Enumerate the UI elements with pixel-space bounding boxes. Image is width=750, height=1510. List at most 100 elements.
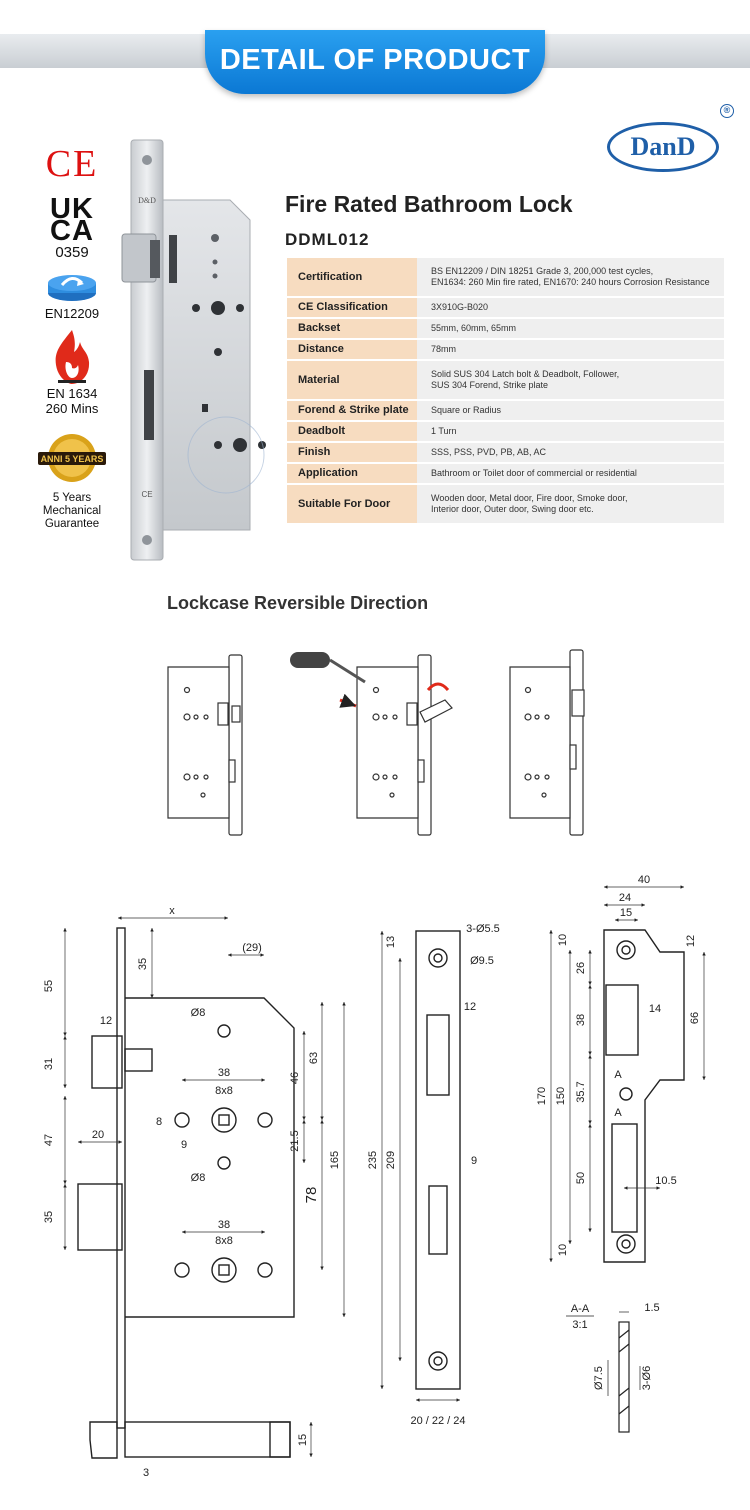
dim-bolt-projection: 20 <box>92 1129 104 1141</box>
dim-strike-38: 38 <box>575 1014 587 1026</box>
dim-latch-projection: 12 <box>100 1015 112 1027</box>
spec-value: Solid SUS 304 Latch bolt & Deadbolt, Fol… <box>417 361 724 399</box>
dim-209: 209 <box>385 1151 397 1169</box>
spec-value-line: EN1634: 260 Min fire rated, EN1670: 240 … <box>431 277 710 287</box>
dim-21-5: 21.5 <box>289 1130 301 1151</box>
spec-label: CE Classification <box>287 298 417 317</box>
strike-dimensions: 40 24 15 10 12 26 38 14 66 A 35.7 A 170 … <box>536 874 701 1256</box>
dim-bolt-thickness: 15 <box>297 1434 309 1446</box>
dim-spindle-hole: Ø8 <box>191 1007 206 1019</box>
dim-strike-50: 50 <box>575 1172 587 1184</box>
en1634-minutes: 260 Mins <box>45 401 99 416</box>
strike-plate-drawing <box>603 929 685 1263</box>
reversible-sketch-2 <box>356 654 453 836</box>
ukca-number: 0359 <box>55 244 89 261</box>
spec-label: Distance <box>287 340 417 359</box>
dim-section-1-5: 1.5 <box>644 1302 659 1314</box>
reversible-section-title: Lockcase Reversible Direction <box>167 593 429 613</box>
product-title: Fire Rated Bathroom Lock <box>285 191 573 217</box>
dim-section-a: A <box>614 1069 622 1081</box>
en1634-standard: EN 1634 <box>46 386 98 401</box>
dim-bolt-height: 35 <box>43 1211 55 1223</box>
forend-dimension-lines <box>380 931 460 1402</box>
section-scale: 3:1 <box>572 1319 587 1331</box>
spec-row: Deadbolt 1 Turn <box>287 422 724 441</box>
spec-label: Backset <box>287 319 417 338</box>
spec-label: Finish <box>287 443 417 462</box>
en1634-label: EN 1634 260 Mins <box>28 386 116 416</box>
brand-logo: DanD <box>607 122 719 172</box>
spec-label: Certification <box>287 258 417 296</box>
dim-strike-170: 170 <box>536 1087 548 1105</box>
spec-row: Certification BS EN12209 / DIN 18251 Gra… <box>287 258 724 296</box>
guarantee-label: 5 Years Mechanical Guarantee <box>28 492 116 531</box>
dim-strike-150: 150 <box>555 1087 567 1105</box>
section-aa-dimensions: A-A 3:1 1.5 Ø7.5 3-Ø6 <box>566 1302 660 1390</box>
spec-value-line: Solid SUS 304 Latch bolt & Deadbolt, Fol… <box>431 369 620 379</box>
dim-section-7-5: Ø7.5 <box>593 1366 605 1390</box>
dim-bolt-width: 9 <box>471 1155 477 1167</box>
ce-mark-icon: CE <box>45 143 99 185</box>
dim-section-3-6: 3-Ø6 <box>641 1366 653 1390</box>
lock-body-drawing <box>77 927 295 1459</box>
en12209-cycle-icon <box>48 275 96 301</box>
watermark-seal <box>187 416 265 494</box>
dim-handle-offset: (29) <box>242 942 262 954</box>
dim-strike-10-5: 10.5 <box>655 1175 676 1187</box>
spec-row: Material Solid SUS 304 Latch bolt & Dead… <box>287 361 724 399</box>
dim-distance: 78 <box>303 1187 320 1204</box>
spec-value-line: Wooden door, Metal door, Fire door, Smok… <box>431 493 628 503</box>
dim-bolt-3: 3 <box>143 1467 149 1479</box>
spec-value: SSS, PSS, PVD, PB, AB, AC <box>417 443 724 462</box>
dim-section-a-2: A <box>614 1107 622 1119</box>
guarantee-badge-icon: ANNI 5 YEARS <box>38 434 106 482</box>
dim-latch-height: 31 <box>43 1058 55 1070</box>
dim-hole-span: 38 <box>218 1067 230 1079</box>
spec-value: Wooden door, Metal door, Fire door, Smok… <box>417 485 724 523</box>
spec-value: 78mm <box>417 340 724 359</box>
reversible-sketch-1 <box>167 654 243 836</box>
guarantee-line-3: Guarantee <box>44 518 100 530</box>
spec-row: CE Classification 3X910G-B020 <box>287 298 724 317</box>
spec-value-line: Interior door, Outer door, Swing door et… <box>431 504 594 514</box>
spec-row: Forend & Strike plate Square or Radius <box>287 401 724 420</box>
spec-value: 3X910G-B020 <box>417 298 724 317</box>
dim-screw-head: Ø9.5 <box>470 955 494 967</box>
ukca-mark-icon: UK CA <box>50 193 94 247</box>
spec-row: Finish SSS, PSS, PVD, PB, AB, AC <box>287 443 724 462</box>
forend-drawing <box>415 930 461 1390</box>
dim-square: 8x8 <box>215 1085 233 1097</box>
dim-follower-hole: Ø8 <box>191 1172 206 1184</box>
dim-slot-width: 12 <box>464 1001 476 1013</box>
spec-label: Deadbolt <box>287 422 417 441</box>
forend-mark: D&D <box>138 196 156 205</box>
section-aa-drawing <box>607 1311 641 1433</box>
dim-strike-12: 12 <box>685 935 697 947</box>
banner-ribbon <box>205 30 545 94</box>
dim-lower-span: 38 <box>218 1219 230 1231</box>
spec-value: Bathroom or Toilet door of commercial or… <box>417 464 724 483</box>
product-code: DDML012 <box>285 230 370 249</box>
spec-value-line: BS EN12209 / DIN 18251 Grade 3, 200,000 … <box>431 266 654 276</box>
dim-strike-40: 40 <box>638 874 650 886</box>
spec-value: 55mm, 60mm, 65mm <box>417 319 724 338</box>
reversible-sketch-3 <box>509 649 585 836</box>
spec-value-line: SUS 304 Forend, Strike plate <box>431 380 549 390</box>
dim-gap: 47 <box>43 1134 55 1146</box>
dim-strike-26: 26 <box>575 962 587 974</box>
dim-63: 63 <box>308 1052 320 1064</box>
registered-mark: ® <box>720 104 734 118</box>
spec-value: Square or Radius <box>417 401 724 420</box>
dim-backset: x <box>169 905 175 917</box>
dim-forend-widths: 20 / 22 / 24 <box>410 1415 465 1427</box>
spec-label: Application <box>287 464 417 483</box>
svg-text:ANNI 5 YEARS: ANNI 5 YEARS <box>41 454 104 464</box>
guarantee-line-2: Mechanical <box>42 505 102 517</box>
rotate-arrow-icon <box>426 682 450 692</box>
dim-strike-bottom-10: 10 <box>557 1244 569 1256</box>
spec-row: Application Bathroom or Toilet door of c… <box>287 464 724 483</box>
forend-dimensions: 3-Ø5.5 Ø9.5 13 12 9 235 209 20 / 22 / 24 <box>367 923 500 1427</box>
screwdriver-icon <box>290 652 366 684</box>
dim-top: 55 <box>43 980 55 992</box>
dim-strike-14: 14 <box>649 1003 661 1015</box>
